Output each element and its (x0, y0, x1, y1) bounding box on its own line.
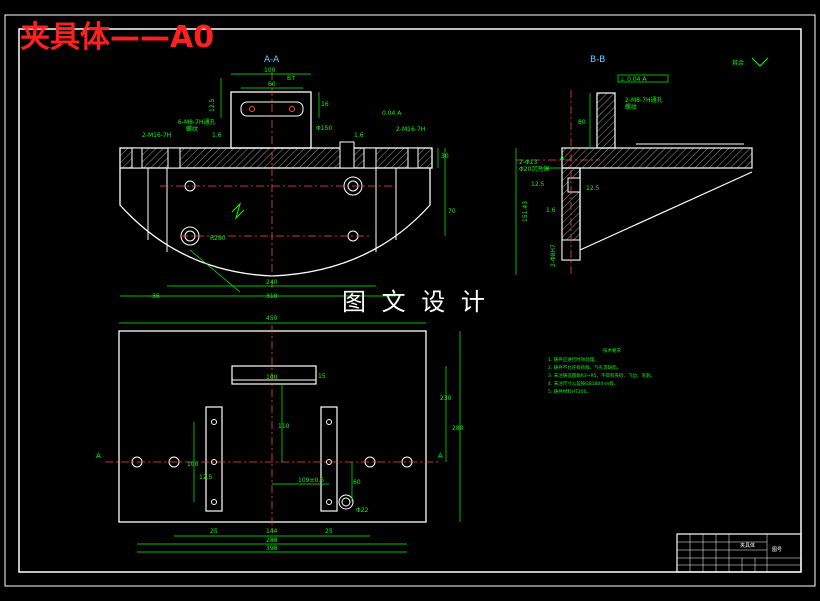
svg-text:12.5: 12.5 (586, 185, 600, 192)
svg-text:30: 30 (441, 153, 449, 160)
svg-text:图号: 图号 (772, 547, 782, 553)
plan-outline (118, 330, 427, 523)
svg-text:夹具体: 夹具体 (740, 542, 755, 549)
svg-text:109±0.5: 109±0.5 (298, 477, 324, 484)
outer-frame (4, 14, 816, 587)
svg-text:12.5: 12.5 (209, 98, 216, 112)
svg-text:450: 450 (266, 315, 278, 322)
svg-text:100: 100 (187, 461, 199, 468)
svg-text:25: 25 (325, 528, 333, 535)
aa-base-plate (119, 147, 433, 169)
svg-text:60: 60 (353, 479, 361, 486)
svg-text:1. 铸件应进行时效处理。: 1. 铸件应进行时效处理。 (548, 356, 599, 363)
svg-text:15: 15 (318, 373, 326, 380)
title-block: 夹具体 图号 (676, 533, 802, 573)
svg-text:16: 16 (321, 101, 329, 108)
svg-text:240: 240 (266, 279, 278, 286)
svg-text:144: 144 (266, 528, 278, 535)
drawing-title: 夹具体——A0 (20, 20, 214, 55)
svg-text:Φ150: Φ150 (316, 125, 332, 132)
svg-text:5. 铸件材料HT200。: 5. 铸件材料HT200。 (548, 388, 591, 395)
svg-text:Φ22: Φ22 (356, 507, 369, 514)
svg-text:其余: 其余 (732, 59, 744, 67)
svg-text:0.04 A: 0.04 A (382, 110, 402, 117)
svg-text:1.6: 1.6 (212, 132, 222, 139)
svg-text:螺纹: 螺纹 (186, 125, 198, 133)
svg-text:110: 110 (278, 423, 290, 430)
svg-text:12.5: 12.5 (199, 474, 213, 481)
watermark-text: 图 文 设 计 (342, 288, 489, 316)
svg-text:100: 100 (266, 374, 278, 381)
section-view-aa: A-A (119, 55, 456, 300)
svg-text:R280: R280 (210, 235, 226, 242)
svg-text:6-M8-7H通孔: 6-M8-7H通孔 (178, 118, 215, 126)
svg-text:Φ20沉孔深: Φ20沉孔深 (519, 165, 549, 173)
section-view-bb: B-B 其余 ⊥ 0.04 A 2-M8-7H通孔 螺纹 80 2-Φ13 Φ2… (515, 55, 769, 275)
svg-text:80: 80 (578, 119, 586, 126)
svg-text:398: 398 (266, 545, 278, 552)
svg-text:2-M16-7H: 2-M16-7H (142, 132, 171, 139)
svg-text:2. 铸件不允许有砂眼、气孔等缺陷。: 2. 铸件不允许有砂眼、气孔等缺陷。 (548, 364, 621, 371)
svg-text:318: 318 (266, 293, 278, 300)
inner-frame (18, 28, 802, 573)
technical-notes: 技术要求 1. 铸件应进行时效处理。 2. 铸件不允许有砂眼、气孔等缺陷。 3.… (548, 347, 655, 395)
svg-text:280: 280 (452, 425, 464, 432)
aa-top-boss (230, 91, 312, 149)
svg-text:螺纹: 螺纹 (625, 103, 637, 111)
svg-text:70: 70 (448, 208, 456, 215)
svg-text:A: A (560, 155, 565, 162)
section-aa-label: A-A (264, 55, 280, 65)
svg-text:2-M8-7H通孔: 2-M8-7H通孔 (625, 96, 662, 104)
svg-text:2-Φ8H7: 2-Φ8H7 (550, 244, 557, 267)
svg-text:2-Φ13: 2-Φ13 (519, 159, 538, 166)
svg-text:1.6: 1.6 (546, 207, 556, 214)
svg-text:B↑: B↑ (287, 75, 296, 82)
svg-text:⊥ 0.04 A: ⊥ 0.04 A (620, 76, 647, 83)
svg-text:230: 230 (440, 395, 452, 402)
bb-plate (561, 147, 753, 169)
svg-text:151.43: 151.43 (522, 201, 529, 222)
svg-text:2-M16-7H: 2-M16-7H (396, 126, 425, 133)
svg-text:100: 100 (264, 67, 276, 74)
bb-rib (579, 168, 753, 251)
svg-text:3. 未注铸造圆角R3~R5，不得有夹砂、飞边、毛刺。: 3. 未注铸造圆角R3~R5，不得有夹砂、飞边、毛刺。 (548, 372, 655, 379)
svg-text:288: 288 (266, 537, 278, 544)
plan-view: 450 100 15 110 100 12.5 109±0.5 60 Φ22 2… (96, 315, 464, 553)
notes-heading: 技术要求 (603, 347, 621, 354)
svg-text:60: 60 (268, 81, 276, 88)
svg-text:A: A (96, 452, 101, 460)
svg-text:4. 未注尺寸公差按GB1804-m级。: 4. 未注尺寸公差按GB1804-m级。 (548, 380, 618, 387)
svg-text:25: 25 (210, 528, 218, 535)
svg-text:36: 36 (152, 293, 160, 300)
svg-text:1.6: 1.6 (354, 132, 364, 139)
roughness-symbol (751, 57, 769, 67)
svg-text:12.5: 12.5 (531, 181, 545, 188)
svg-text:A: A (438, 452, 443, 460)
section-bb-label: B-B (590, 55, 605, 65)
